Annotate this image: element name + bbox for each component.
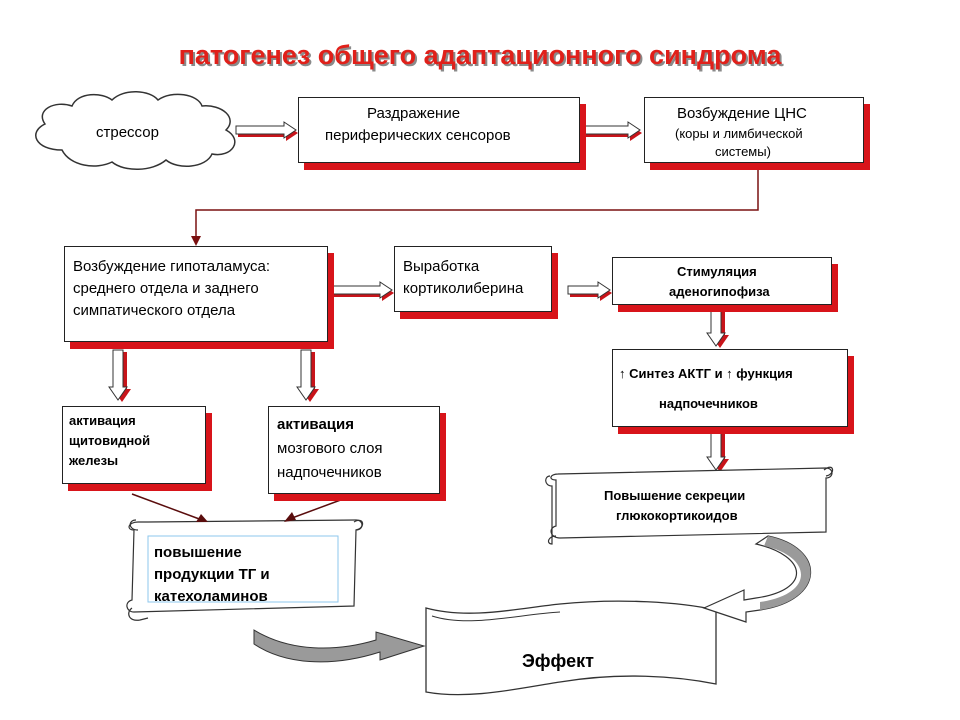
effect-label: Эффект	[522, 651, 594, 671]
thyroid-box: активация щитовидной железы	[62, 406, 206, 484]
glucocorticoids-line-2: глюкокортикоидов	[616, 508, 738, 523]
acth-box: ↑ Синтез АКТГ и ↑ функция надпочечников	[612, 349, 848, 427]
thyroid-line-3: железы	[69, 453, 119, 468]
acth-line-1: ↑ Синтез АКТГ и ↑ функция	[619, 366, 793, 381]
production-line-3: катехоламинов	[154, 588, 268, 605]
corticoliberin-line-1: Выработка	[403, 258, 480, 275]
irritation-line-1: Раздражение	[367, 105, 461, 122]
production-line-2: продукции ТГ и	[154, 566, 270, 583]
arrows-layer	[108, 121, 729, 472]
stressor-cloud: стрессор	[35, 91, 236, 170]
arrow-irritation-to-cns	[583, 121, 642, 141]
diagram-title: патогенез общего адаптационного синдрома	[178, 40, 782, 70]
stressor-label: стрессор	[96, 124, 159, 141]
thin-arrow-medulla-to-production	[284, 497, 347, 522]
arrow-hypothalamus-to-thyroid	[108, 349, 131, 402]
corticoliberin-box: Выработка кортиколиберина	[394, 246, 552, 312]
arrow-stressor-to-irritation	[235, 121, 298, 141]
arrow-hypothalamus-to-corticoliberin	[331, 281, 394, 301]
corticoliberin-line-2: кортиколиберина	[403, 280, 524, 297]
arrow-adenohypophysis-to-acth	[706, 305, 729, 348]
cns-to-hypothalamus-connector	[191, 164, 759, 246]
adenohypophysis-line-2: аденогипофиза	[669, 284, 770, 299]
medulla-box: активация мозгового слоя надпочечников	[268, 406, 440, 494]
hypothalamus-line-3: симпатического отдела	[73, 302, 236, 319]
cns-line-1: Возбуждение ЦНС	[677, 105, 807, 122]
arrow-acth-to-glucocorticoids	[706, 427, 729, 472]
cns-line-3: системы)	[715, 144, 771, 159]
glucocorticoids-line-1: Повышение секреции	[604, 488, 746, 503]
hypothalamus-line-2: среднего отдела и заднего	[73, 280, 259, 297]
medulla-line-2: мозгового слоя	[277, 440, 383, 457]
effect-banner: Эффект	[425, 600, 717, 696]
production-line-1: повышение	[154, 544, 242, 561]
glucocorticoids-scroll	[545, 466, 834, 545]
medulla-line-3: надпочечников	[277, 464, 382, 481]
cns-box: Возбуждение ЦНС (коры и лимбической сист…	[644, 97, 864, 163]
adenohypophysis-box: Стимуляция аденогипофиза	[612, 257, 832, 305]
medulla-line-1: активация	[277, 416, 354, 433]
irritation-line-2: периферических сенсоров	[325, 127, 511, 144]
arrow-hypothalamus-to-medulla	[296, 349, 319, 402]
cloud-shape	[35, 91, 236, 170]
arrow-corticoliberin-to-adenohypophysis	[567, 281, 612, 301]
production-scroll	[126, 519, 364, 621]
adenohypophysis-line-1: Стимуляция	[677, 264, 757, 279]
acth-line-2: надпочечников	[659, 396, 758, 411]
irritation-box: Раздражение периферических сенсоров	[298, 97, 580, 163]
thin-arrow-thyroid-to-production	[131, 493, 208, 522]
thyroid-line-1: активация	[69, 413, 136, 428]
cns-line-2: (коры и лимбической	[675, 126, 803, 141]
curved-arrow-from-production	[253, 629, 426, 663]
thyroid-line-2: щитовидной	[69, 433, 151, 448]
curved-arrow-from-glucocorticoids	[702, 535, 812, 623]
hypothalamus-line-1: Возбуждение гипоталамуса:	[73, 258, 271, 275]
hypothalamus-box: Возбуждение гипоталамуса: среднего отдел…	[64, 246, 328, 342]
